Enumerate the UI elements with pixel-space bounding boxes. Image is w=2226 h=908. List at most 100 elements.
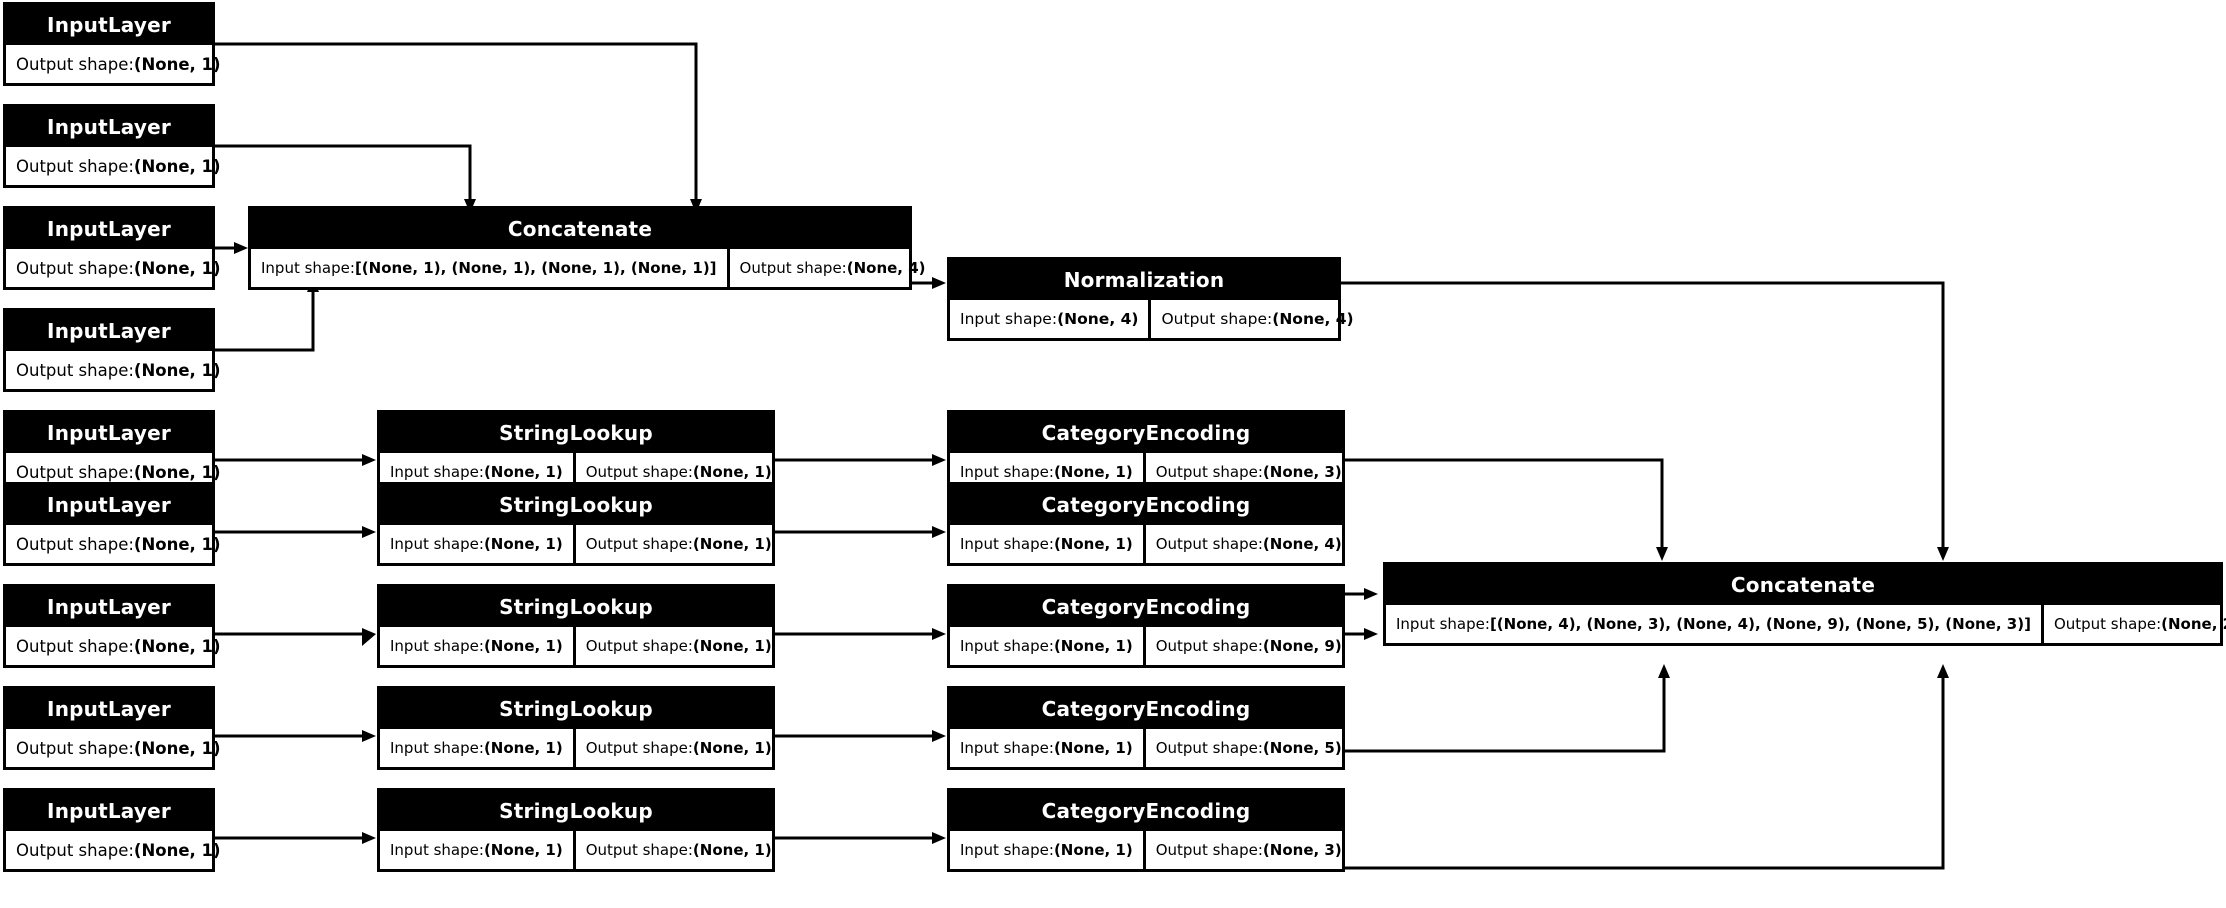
node-shape-row: Input shape: (None, 4) Output shape: (No…: [950, 300, 1354, 338]
output-shape-cell: Output shape: (None, 1): [572, 525, 782, 563]
node-category-encoding-3[interactable]: CategoryEncoding Input shape: (None, 1) …: [947, 584, 1345, 668]
node-shape-row: Input shape: (None, 1) Output shape: (No…: [950, 525, 1342, 563]
output-shape-value: (None, 1): [133, 156, 221, 176]
output-shape-cell: Output shape: (None, 1): [572, 453, 782, 491]
node-input-layer-categorical-4[interactable]: InputLayer Output shape: (None, 1): [3, 686, 221, 770]
output-shape-label: Output shape:: [16, 360, 134, 380]
node-input-layer-numeric-1[interactable]: InputLayer Output shape: (None, 1): [3, 2, 221, 86]
node-shape-row: Output shape: (None, 1): [6, 627, 221, 665]
node-concatenate-all[interactable]: Concatenate Input shape: [(None, 4), (No…: [1383, 562, 2226, 646]
node-title: InputLayer: [6, 311, 212, 351]
output-shape-cell: Output shape: (None, 1): [6, 525, 231, 563]
node-input-layer-numeric-4[interactable]: InputLayer Output shape: (None, 1): [3, 308, 221, 392]
node-input-layer-categorical-5[interactable]: InputLayer Output shape: (None, 1): [3, 788, 221, 872]
node-title: InputLayer: [6, 413, 212, 453]
output-shape-label: Output shape:: [1155, 463, 1263, 481]
node-title: InputLayer: [6, 107, 212, 147]
output-shape-cell: Output shape: (None, 1): [6, 831, 231, 869]
node-input-layer-numeric-3[interactable]: InputLayer Output shape: (None, 1): [3, 206, 221, 290]
node-shape-row: Input shape: (None, 1) Output shape: (No…: [380, 831, 772, 869]
input-shape-label: Input shape:: [261, 259, 355, 277]
input-shape-value: (None, 1): [1053, 739, 1133, 757]
input-shape-cell: Input shape: (None, 1): [950, 729, 1143, 767]
node-category-encoding-1[interactable]: CategoryEncoding Input shape: (None, 1) …: [947, 410, 1345, 494]
input-shape-value: (None, 1): [1053, 637, 1133, 655]
node-title: InputLayer: [6, 5, 212, 45]
output-shape-value: (None, 1): [692, 463, 772, 481]
node-string-lookup-3[interactable]: StringLookup Input shape: (None, 1) Outp…: [377, 584, 775, 668]
input-shape-value: (None, 1): [1053, 463, 1133, 481]
node-shape-row: Input shape: (None, 1) Output shape: (No…: [950, 729, 1342, 767]
node-title: Normalization: [950, 260, 1338, 300]
output-shape-label: Output shape:: [16, 534, 134, 554]
node-normalization[interactable]: Normalization Input shape: (None, 4) Out…: [947, 257, 1354, 341]
output-shape-value: (None, 1): [133, 534, 221, 554]
output-shape-value: (None, 1): [133, 636, 221, 656]
input-shape-value: [(None, 1), (None, 1), (None, 1), (None,…: [354, 259, 717, 277]
output-shape-label: Output shape:: [16, 156, 134, 176]
output-shape-value: (None, 1): [133, 840, 221, 860]
node-concatenate-numeric[interactable]: Concatenate Input shape: [(None, 1), (No…: [248, 206, 926, 290]
output-shape-label: Output shape:: [2053, 615, 2162, 633]
output-shape-cell: Output shape: (None, 3): [1142, 831, 1352, 869]
input-shape-label: Input shape:: [960, 841, 1054, 859]
node-string-lookup-2[interactable]: StringLookup Input shape: (None, 1) Outp…: [377, 482, 775, 566]
input-shape-cell: Input shape: (None, 1): [950, 525, 1143, 563]
output-shape-value: (None, 5): [1262, 739, 1342, 757]
output-shape-label: Output shape:: [16, 258, 134, 278]
input-shape-label: Input shape:: [390, 841, 484, 859]
output-shape-label: Output shape:: [16, 738, 134, 758]
output-shape-value: (None, 4): [846, 259, 926, 277]
node-category-encoding-2[interactable]: CategoryEncoding Input shape: (None, 1) …: [947, 482, 1345, 566]
output-shape-label: Output shape:: [16, 636, 134, 656]
node-input-layer-numeric-2[interactable]: InputLayer Output shape: (None, 1): [3, 104, 221, 188]
node-input-layer-categorical-1[interactable]: InputLayer Output shape: (None, 1): [3, 410, 221, 494]
output-shape-cell: Output shape: (None, 1): [6, 45, 231, 83]
output-shape-label: Output shape:: [1155, 535, 1263, 553]
node-shape-row: Output shape: (None, 1): [6, 249, 221, 287]
node-category-encoding-4[interactable]: CategoryEncoding Input shape: (None, 1) …: [947, 686, 1345, 770]
node-shape-row: Output shape: (None, 1): [6, 351, 221, 389]
input-shape-cell: Input shape: [(None, 1), (None, 1), (Non…: [251, 249, 727, 287]
node-shape-row: Output shape: (None, 1): [6, 831, 221, 869]
output-shape-cell: Output shape: (None, 1): [572, 627, 782, 665]
node-shape-row: Input shape: (None, 1) Output shape: (No…: [950, 831, 1342, 869]
output-shape-value: (None, 1): [133, 54, 221, 74]
input-shape-value: (None, 1): [1053, 841, 1133, 859]
input-shape-cell: Input shape: (None, 1): [380, 627, 573, 665]
node-title: Concatenate: [251, 209, 909, 249]
output-shape-value: (None, 1): [133, 738, 221, 758]
input-shape-cell: Input shape: (None, 1): [950, 831, 1143, 869]
node-shape-row: Output shape: (None, 1): [6, 525, 221, 563]
input-shape-label: Input shape:: [390, 637, 484, 655]
node-title: StringLookup: [380, 791, 772, 831]
node-title: StringLookup: [380, 485, 772, 525]
input-shape-value: [(None, 4), (None, 3), (None, 4), (None,…: [1489, 615, 2031, 633]
node-title: CategoryEncoding: [950, 413, 1342, 453]
node-title: InputLayer: [6, 209, 212, 249]
node-title: InputLayer: [6, 689, 212, 729]
node-category-encoding-5[interactable]: CategoryEncoding Input shape: (None, 1) …: [947, 788, 1345, 872]
input-shape-label: Input shape:: [960, 739, 1054, 757]
node-input-layer-categorical-3[interactable]: InputLayer Output shape: (None, 1): [3, 584, 221, 668]
node-title: CategoryEncoding: [950, 587, 1342, 627]
output-shape-label: Output shape:: [16, 462, 134, 482]
output-shape-value: (None, 3): [1262, 463, 1342, 481]
output-shape-cell: Output shape: (None, 1): [6, 627, 231, 665]
output-shape-cell: Output shape: (None, 9): [1142, 627, 1352, 665]
node-title: CategoryEncoding: [950, 485, 1342, 525]
node-string-lookup-4[interactable]: StringLookup Input shape: (None, 1) Outp…: [377, 686, 775, 770]
output-shape-cell: Output shape: (None, 1): [6, 147, 231, 185]
input-shape-label: Input shape:: [390, 535, 484, 553]
output-shape-label: Output shape:: [1161, 310, 1273, 328]
node-shape-row: Input shape: (None, 1) Output shape: (No…: [380, 627, 772, 665]
input-shape-value: (None, 1): [483, 841, 563, 859]
output-shape-cell: Output shape: (None, 3): [1142, 453, 1352, 491]
node-input-layer-categorical-2[interactable]: InputLayer Output shape: (None, 1): [3, 482, 221, 566]
output-shape-label: Output shape:: [585, 535, 693, 553]
input-shape-cell: Input shape: (None, 1): [950, 453, 1143, 491]
node-string-lookup-5[interactable]: StringLookup Input shape: (None, 1) Outp…: [377, 788, 775, 872]
node-shape-row: Output shape: (None, 1): [6, 729, 221, 767]
output-shape-value: (None, 1): [133, 360, 221, 380]
output-shape-cell: Output shape: (None, 5): [1142, 729, 1352, 767]
